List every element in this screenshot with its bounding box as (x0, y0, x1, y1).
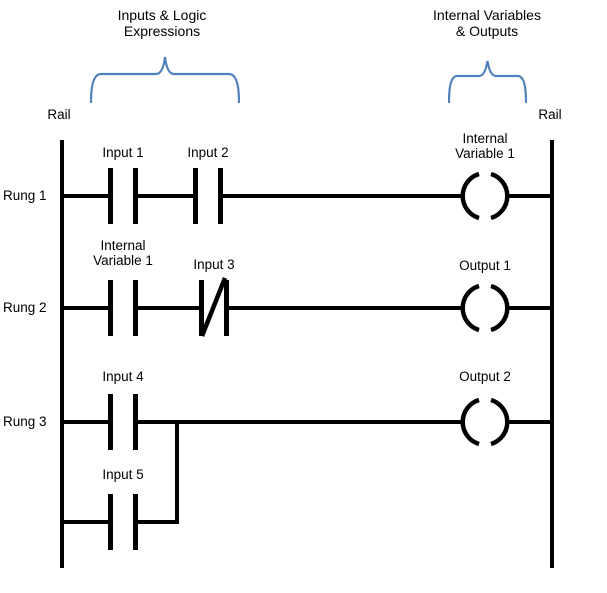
contact-bar (199, 280, 204, 336)
coil-icon (460, 284, 510, 332)
branch-wire (138, 520, 179, 524)
contact-bar (133, 494, 138, 550)
rung-label: Rung 2 (3, 300, 47, 315)
left-rail (60, 140, 64, 568)
contact-bar (133, 280, 138, 336)
left-group-brace-icon (90, 56, 240, 103)
contact-label: Input 4 (102, 369, 144, 384)
right-group-brace-icon (448, 60, 527, 103)
group-title-line: Internal Variables (433, 7, 541, 23)
contact-bar (193, 168, 198, 224)
rung-label: Rung 1 (3, 188, 47, 203)
coil-icon (460, 398, 510, 446)
coil-icon (460, 172, 510, 220)
rung-2-wire (60, 306, 108, 310)
group-title-outputs: Internal Variables & Outputs (413, 7, 561, 39)
group-title-line: & Outputs (455, 23, 519, 39)
right-rail-label: Rail (538, 107, 562, 122)
contact-label: Input 2 (187, 145, 229, 160)
coil-label: Output 2 (459, 369, 511, 384)
rung-3-wire (60, 420, 108, 424)
right-rail (550, 140, 554, 568)
group-title-line: Expressions (123, 23, 201, 39)
rung-1-wire (60, 194, 108, 198)
rung-1-wire (223, 194, 463, 198)
coil-label: Output 1 (459, 258, 511, 273)
contact-bar (133, 394, 138, 450)
left-rail-label: Rail (47, 107, 71, 122)
rung-label: Rung 3 (3, 414, 47, 429)
rung-1-wire (138, 194, 193, 198)
normally-closed-slash-icon (199, 277, 228, 337)
rung-3-wire (507, 420, 554, 424)
contact-bar (224, 280, 229, 336)
contact-label: Input 3 (193, 257, 235, 272)
branch-drop-wire (175, 420, 179, 524)
rung-2-wire (507, 306, 554, 310)
coil-label: Internal Variable 1 (455, 131, 515, 161)
contact-label: Input 1 (102, 145, 144, 160)
contact-bar (133, 168, 138, 224)
contact-bar (108, 394, 113, 450)
rung-2-wire (138, 306, 199, 310)
branch-wire (60, 520, 108, 524)
rung-2-wire (229, 306, 463, 310)
contact-bar (108, 280, 113, 336)
rung-3-wire (138, 420, 463, 424)
contact-label: Internal Variable 1 (93, 238, 153, 268)
contact-label: Input 5 (102, 467, 144, 482)
group-title-line: Inputs & Logic (117, 7, 207, 23)
contact-bar (218, 168, 223, 224)
contact-bar (108, 168, 113, 224)
group-title-inputs: Inputs & Logic Expressions (92, 7, 232, 39)
contact-bar (108, 494, 113, 550)
rung-1-wire (507, 194, 554, 198)
